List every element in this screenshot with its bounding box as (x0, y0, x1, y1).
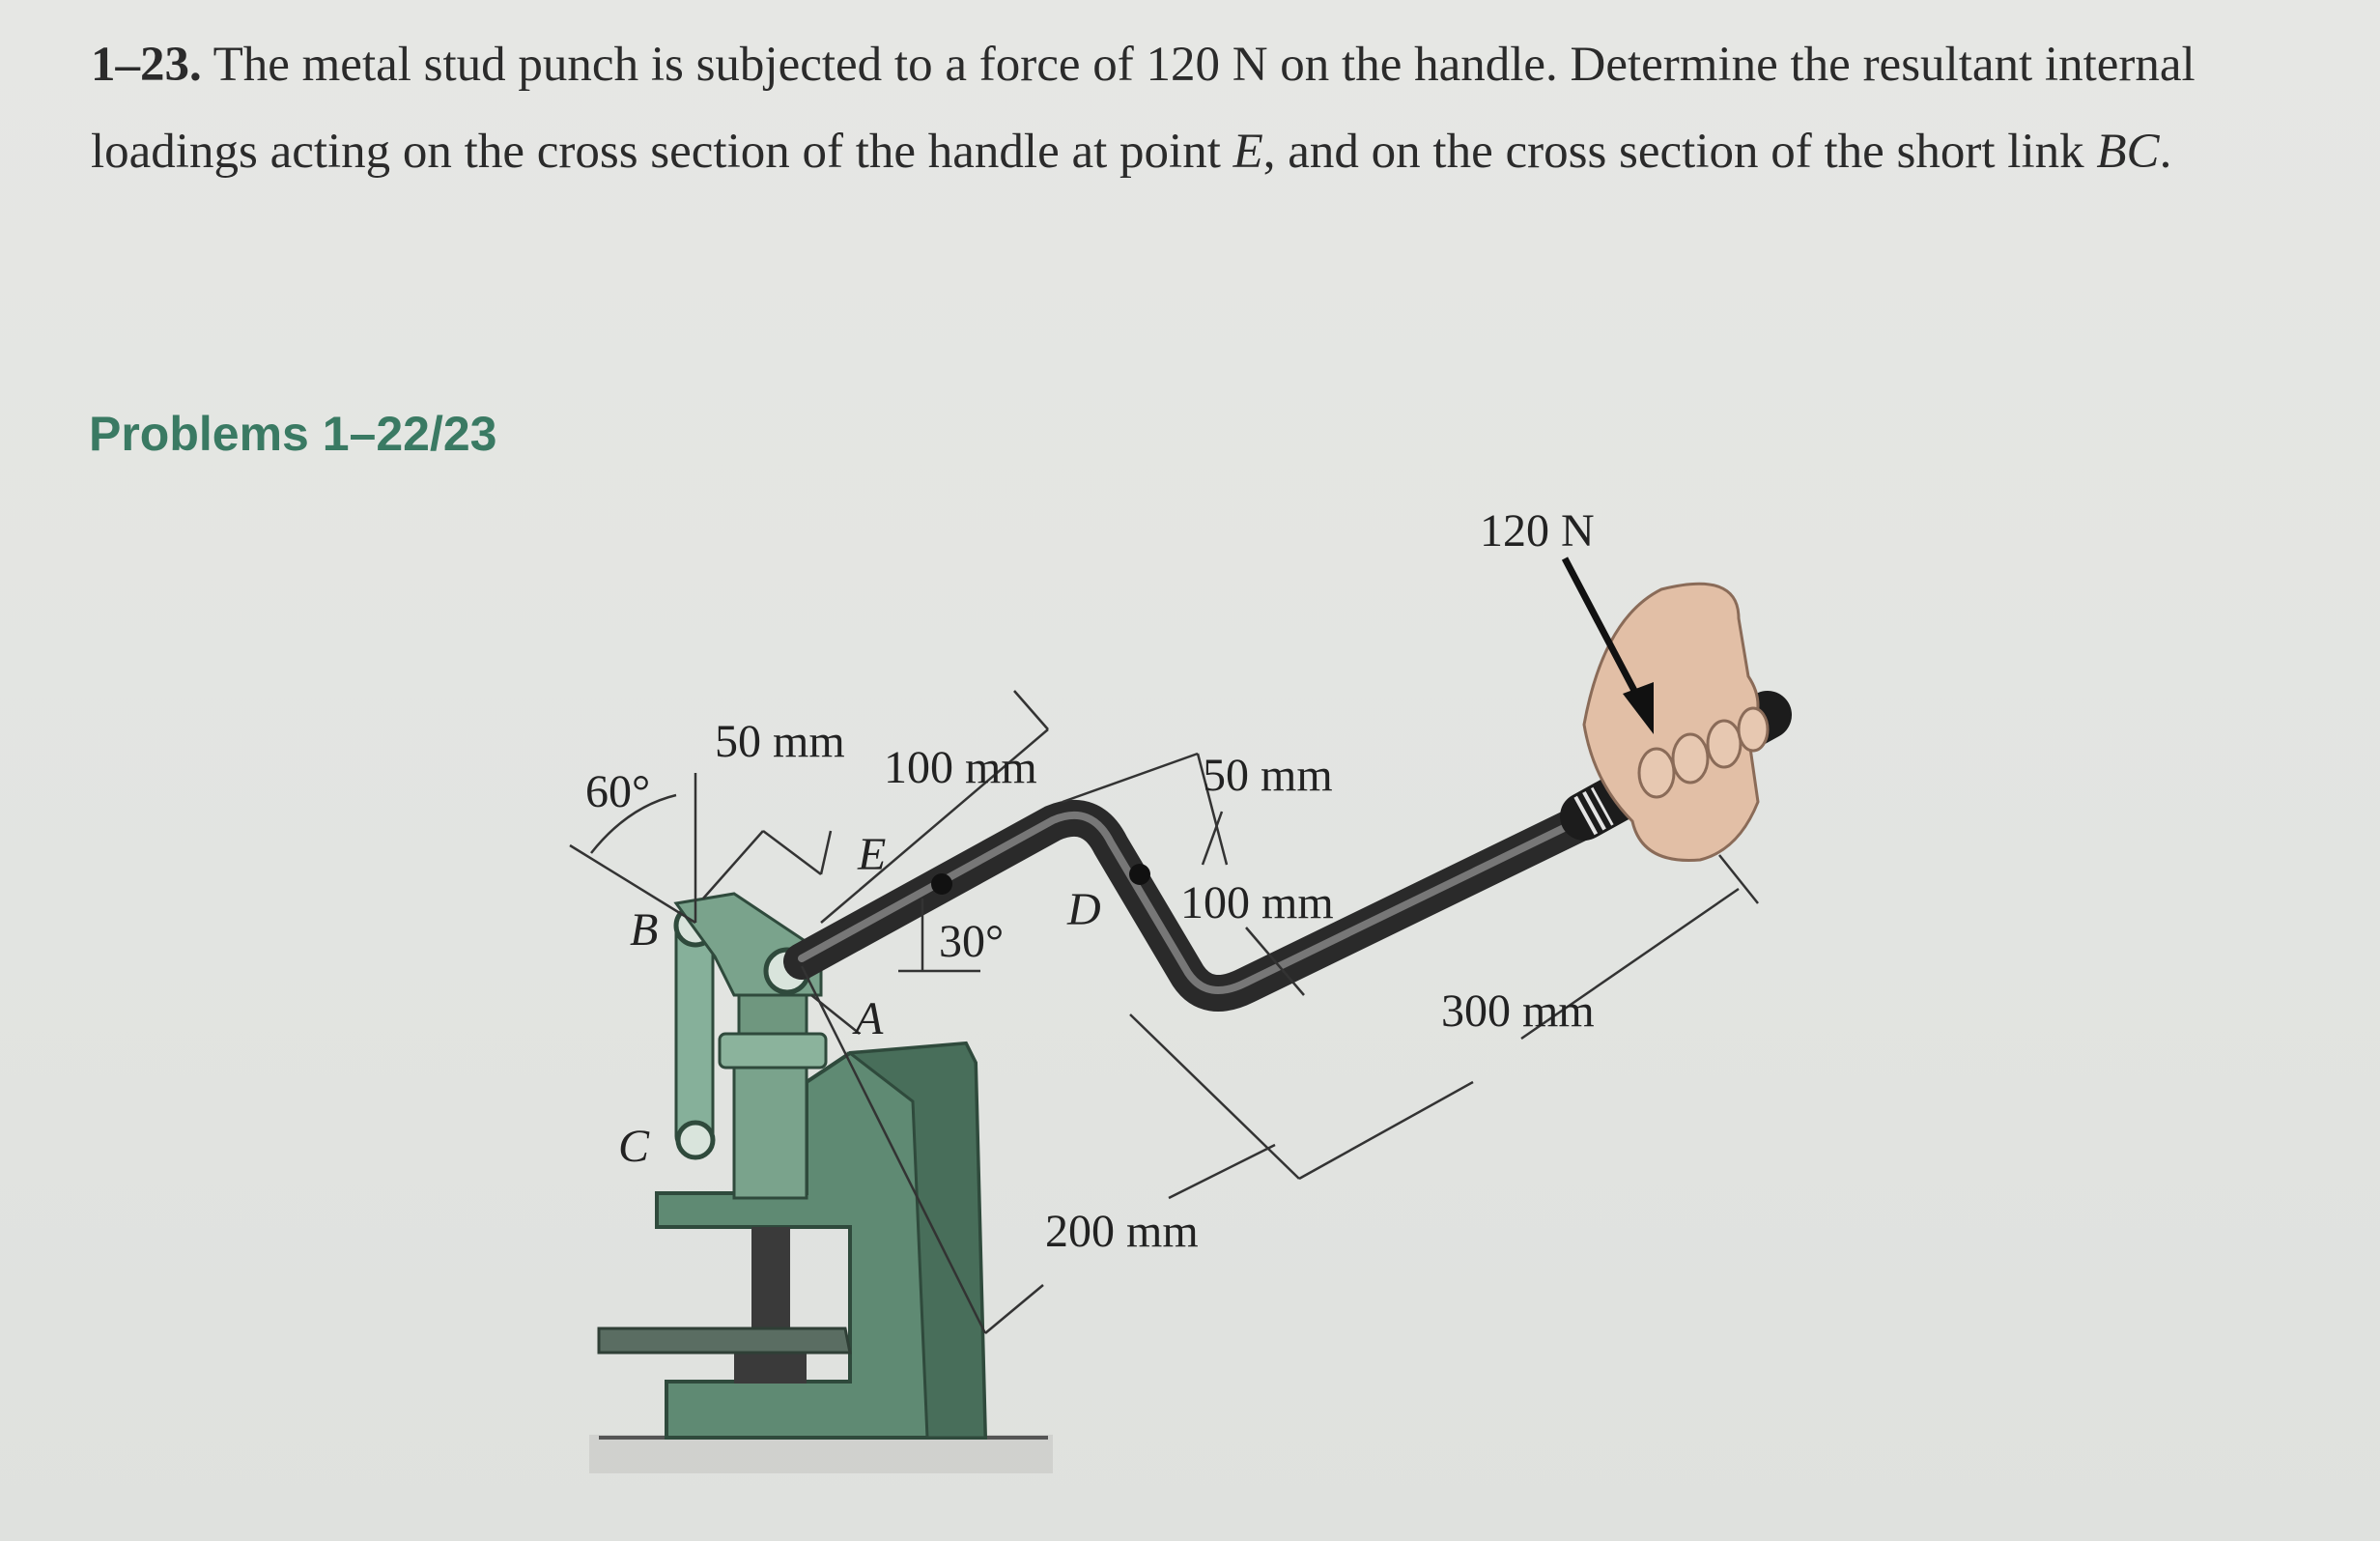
figure-caption: Problems 1–22/23 (89, 407, 497, 461)
punch-column (732, 1061, 808, 1200)
point-d-marker (1129, 864, 1150, 885)
point-e-ref: E (1232, 125, 1263, 179)
label-point-a: A (852, 993, 884, 1044)
problem-statement: 1–23. The metal stud punch is subjected … (91, 21, 2274, 195)
grip-ring (1573, 786, 1614, 836)
link-bc-ref: BC (2096, 125, 2160, 179)
frame-side-face (846, 1042, 987, 1440)
point-e-marker (931, 873, 952, 895)
label-point-d: D (1066, 884, 1101, 935)
fingers (1637, 706, 1770, 799)
workpiece-plate (597, 1327, 852, 1355)
ground-shadow (589, 1435, 1053, 1473)
label-angle-30: 30° (939, 916, 1004, 967)
force-arrow-shaft (1561, 556, 1646, 707)
punch-collar-top (737, 993, 808, 1036)
problem-text-1: The metal stud punch is subjected to a f… (91, 38, 2196, 179)
problem-number: 1–23. (91, 38, 202, 92)
label-point-c: C (618, 1121, 650, 1172)
link-bc (674, 916, 715, 1152)
problem-text-2: , and on the cross section of the short … (1262, 125, 2097, 179)
label-dim-100-top: 100 mm (884, 742, 1037, 793)
label-point-e: E (857, 829, 886, 880)
label-angle-60: 60° (585, 766, 650, 817)
label-dim-200: 200 mm (1045, 1206, 1199, 1257)
label-dim-50-top: 50 mm (715, 716, 845, 767)
force-arrowhead (1623, 682, 1654, 734)
problem-text-3: . (2159, 125, 2172, 179)
handle-highlight (798, 810, 1598, 994)
dimension-lines (569, 690, 1759, 1334)
label-point-b: B (630, 904, 658, 956)
label-dim-300: 300 mm (1441, 985, 1595, 1037)
label-dim-100-right: 100 mm (1180, 877, 1334, 928)
label-dim-50-right: 50 mm (1203, 750, 1333, 801)
punch-collar (718, 1032, 828, 1070)
punch-die (734, 1353, 807, 1384)
label-force: 120 N (1480, 505, 1595, 556)
pin-c (675, 1120, 716, 1160)
